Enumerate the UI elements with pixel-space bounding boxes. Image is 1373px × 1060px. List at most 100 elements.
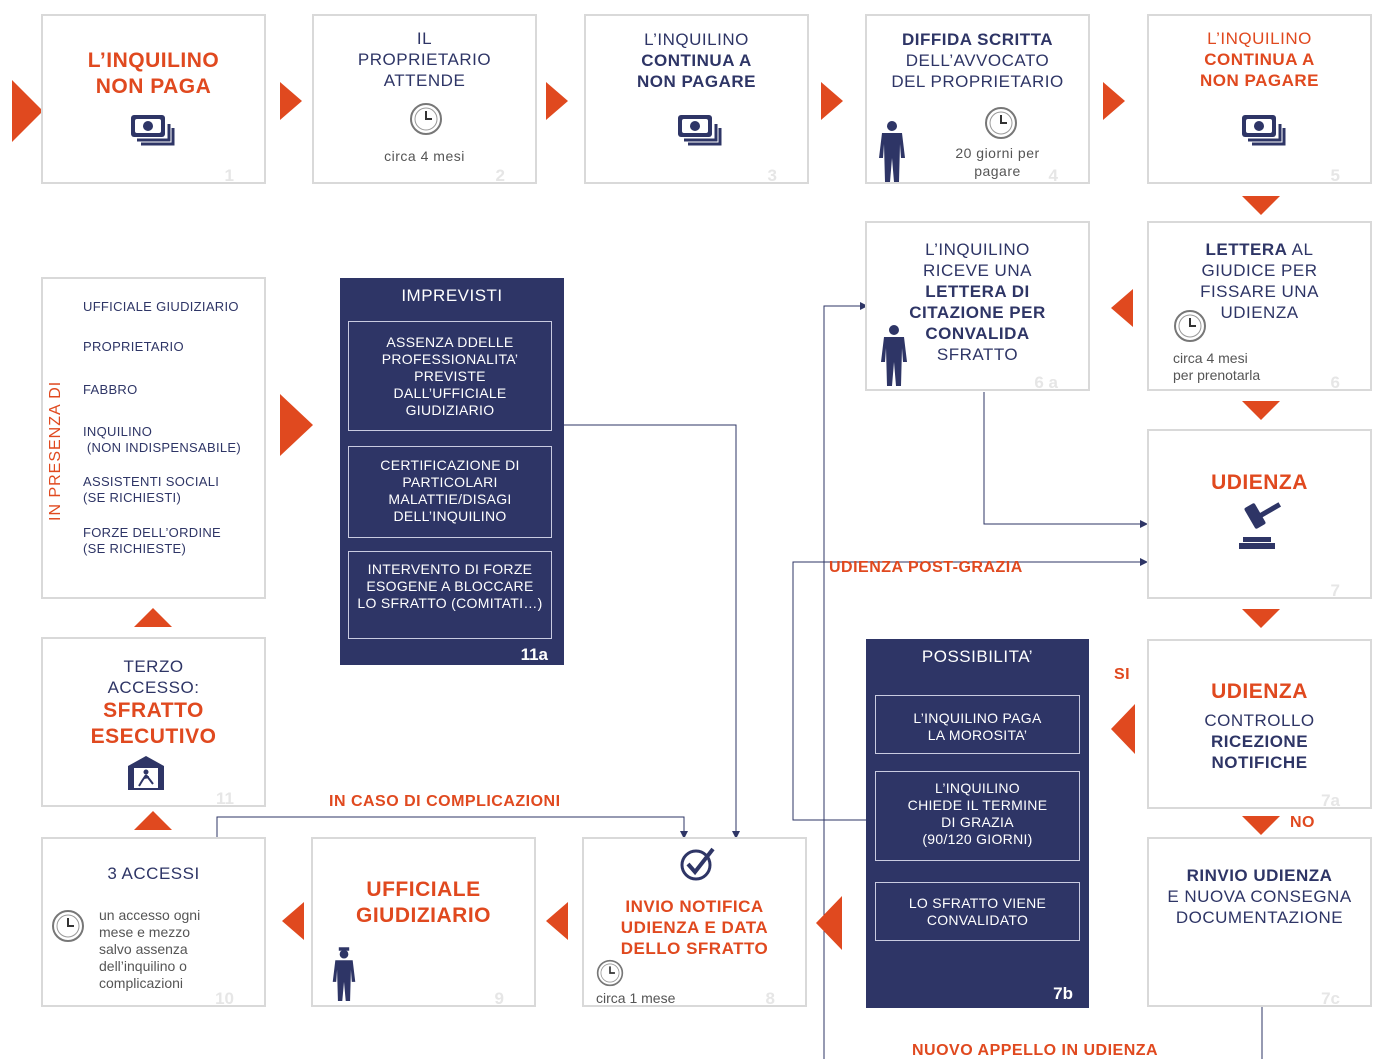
imprevisti-number: 11a (520, 645, 548, 664)
step-10-note-line2: mese e mezzo (99, 924, 191, 940)
presence-item-inquilino: INQUILINO (NON INDISPENSABILE) (83, 424, 241, 456)
presence-item-forze-line2: (SE RICHIESTE) (83, 541, 187, 556)
gavel-icon (1239, 502, 1282, 549)
checkmark-icon (680, 847, 715, 881)
step-6a-line2: RICEVE UNA (923, 261, 1032, 280)
step-7c-line3: DOCUMENTAZIONE (1175, 908, 1344, 927)
possibilita-option-2: L’INQUILINO CHIEDE IL TERMINE DI GRAZIA … (875, 771, 1080, 861)
step-4-note-line2: pagare (974, 163, 1021, 179)
arrow-presence-imprevisti (280, 394, 313, 456)
step-9-box: UFFICIALE GIUDIZIARIO 9 (311, 837, 536, 1008)
imprevisto-1-line1: ASSENZA DDELLE (386, 334, 514, 350)
presence-item-assistenti-line2: (SE RICHIESTI) (83, 490, 182, 505)
no-label: NO (1290, 814, 1315, 831)
step-10-number: 10 (215, 989, 234, 1008)
arrow-4-5 (1103, 82, 1125, 120)
money-icon (131, 115, 175, 146)
step-7a-title: UDIENZA (1211, 680, 1308, 703)
step-11-box: TERZO ACCESSO: SFRATTO ESECUTIVO 11 (41, 637, 266, 808)
step-4-line3: DEL PROPRIETARIO (891, 72, 1064, 91)
imprevisto-2-line2: PARTICOLARI (402, 474, 498, 490)
step-6a-box: L’INQUILINO RICEVE UNA LETTERA DI CITAZI… (865, 221, 1090, 392)
imprevisti-title: IMPREVISTI (401, 286, 503, 305)
step-4-note-line1: 20 giorni per (955, 145, 1040, 161)
presence-item-ufficiale: UFFICIALE GIUDIZIARIO (83, 299, 239, 314)
clock-icon (52, 910, 84, 942)
post-grazia-label: UDIENZA POST-GRAZIA (829, 559, 1023, 576)
step-6-line1-bold: LETTERA (1205, 240, 1288, 259)
step-6-note-line1: circa 4 mesi (1173, 350, 1248, 366)
arrow-6-6a (1111, 289, 1133, 327)
step-5-box: L’INQUILINO CONTINUA A NON PAGARE 5 (1147, 14, 1372, 185)
possibilita-option-2-line1: L’INQUILINO (935, 780, 1020, 796)
arrow-7-7a (1242, 609, 1280, 628)
presence-vertical-label: IN PRESENZA DI (47, 380, 64, 521)
presence-item-proprietario: PROPRIETARIO (83, 339, 184, 354)
imprevisto-3-line2: ESOGENE A BLOCCARE (366, 578, 534, 594)
step-5-number: 5 (1330, 166, 1340, 185)
yes-label: SI (1114, 666, 1131, 683)
presence-item-forze: FORZE DELL’ORDINE (SE RICHIESTE) (83, 525, 221, 557)
step-1-box: L’INQUILINO NON PAGA 1 (41, 14, 266, 185)
possibilita-option-2-line4: (90/120 GIORNI) (922, 831, 1033, 847)
imprevisto-3: INTERVENTO DI FORZE ESOGENE A BLOCCARE L… (348, 551, 552, 639)
step-5-text: L’INQUILINO CONTINUA A NON PAGARE (1149, 28, 1370, 91)
arrow-2-3 (546, 82, 568, 120)
step-4-number: 4 (1048, 166, 1058, 185)
step-10-note-line1: un accesso ogni (99, 907, 201, 923)
step-6-text: LETTERA AL GIUDICE PER FISSARE UNA UDIEN… (1149, 239, 1370, 323)
step-7c-number: 7c (1321, 989, 1340, 1008)
possibilita-panel: POSSIBILITA’ L’INQUILINO PAGA LA MOROSIT… (866, 639, 1089, 1008)
presence-item-forze-line1: FORZE DELL’ORDINE (83, 525, 222, 540)
step-11-line4: ESECUTIVO (90, 725, 217, 748)
step-3-number: 3 (767, 166, 777, 185)
step-7a-line1: CONTROLLO (1204, 711, 1315, 730)
step-7-title: UDIENZA (1211, 471, 1308, 494)
step-3-box: L’INQUILINO CONTINUA A NON PAGARE 3 (584, 14, 809, 185)
step-6-line2: GIUDICE PER (1201, 261, 1318, 280)
step-5-line3: NON PAGARE (1200, 71, 1319, 90)
arrow-3-4 (821, 82, 843, 120)
step-8-number: 8 (765, 989, 775, 1008)
step-7a-text: CONTROLLO RICEZIONE NOTIFICHE (1149, 710, 1370, 773)
imprevisto-2-line3: MALATTIE/DISAGI (388, 491, 512, 507)
step-3-line3: NON PAGARE (637, 72, 756, 91)
step-4-note: 20 giorni per pagare (907, 144, 1088, 180)
step-6-line1-rest: AL (1287, 240, 1314, 259)
step-8-box: INVIO NOTIFICA UDIENZA E DATA DELLO SFRA… (582, 837, 807, 1008)
step-3-text: L’INQUILINO CONTINUA A NON PAGARE (586, 29, 807, 92)
presence-item-assistenti: ASSISTENTI SOCIALI (SE RICHIESTI) (83, 474, 219, 506)
imprevisto-2-line1: CERTIFICAZIONE DI (380, 457, 520, 473)
imprevisto-3-line3: LO SFRATTO (COMITATI…) (357, 595, 543, 611)
step-6-note: circa 4 mesi per prenotarla (1173, 350, 1260, 384)
step-6a-line4: CITAZIONE PER (909, 303, 1046, 322)
possibilita-option-1-line2: LA MOROSITA’ (927, 727, 1028, 743)
arrow-7a-7c (1242, 816, 1280, 835)
step-10-note-line5: complicazioni (99, 975, 184, 991)
possibilita-option-1: L’INQUILINO PAGA LA MOROSITA’ (875, 695, 1080, 754)
step-11-line1: TERZO (123, 657, 184, 676)
step-1-line1: L’INQUILINO (87, 49, 220, 72)
step-9-line2: GIUDIZIARIO (356, 904, 491, 927)
step-8-line3: DELLO SFRATTO (620, 939, 769, 958)
money-icon (1242, 115, 1286, 146)
step-6-number: 6 (1330, 373, 1340, 392)
arrow-7b-8 (816, 896, 842, 950)
clock-icon (410, 103, 442, 135)
step-1-title: L’INQUILINO NON PAGA (43, 48, 264, 100)
step-9-number: 9 (494, 989, 504, 1008)
imprevisto-2-line4: DELL’INQUILINO (393, 508, 507, 524)
imprevisto-1-line4: DALL’UFFICIALE (393, 385, 507, 401)
step-7-box: UDIENZA 7 (1147, 429, 1372, 600)
person-icon (881, 325, 907, 386)
step-6a-line6: SFRATTO (936, 345, 1019, 364)
step-2-text: IL PROPRIETARIO ATTENDE (314, 28, 535, 91)
step-6-line4: UDIENZA (1220, 303, 1299, 322)
step-4-line2: DELL’AVVOCATO (905, 51, 1050, 70)
arrow-11-presence (134, 608, 172, 627)
step-3-line1: L’INQUILINO (644, 30, 749, 49)
step-6a-text: L’INQUILINO RICEVE UNA LETTERA DI CITAZI… (867, 239, 1088, 365)
imprevisto-1: ASSENZA DDELLE PROFESSIONALITA’ PREVISTE… (348, 321, 552, 431)
step-7a-number: 7a (1321, 791, 1340, 810)
